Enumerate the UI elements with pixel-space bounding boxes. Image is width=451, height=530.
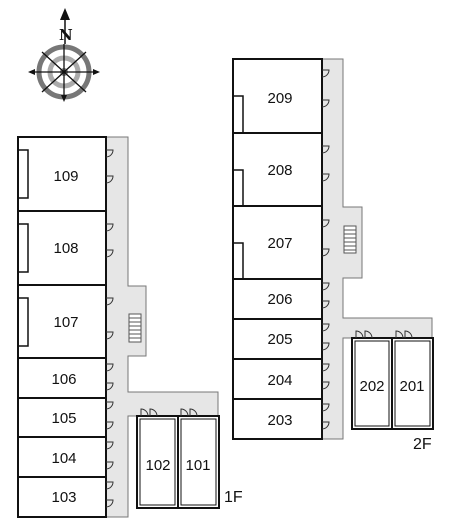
unit-label: 201 bbox=[399, 378, 424, 395]
north-label: N bbox=[59, 26, 73, 44]
unit-label: 202 bbox=[359, 378, 384, 395]
room-103: 103 bbox=[17, 476, 107, 518]
room-109: 109 bbox=[17, 136, 107, 212]
room-107: 107 bbox=[17, 284, 107, 359]
unit-label: 203 bbox=[267, 412, 292, 429]
room-104: 104 bbox=[17, 436, 107, 478]
unit-label: 205 bbox=[267, 331, 292, 348]
unit-label: 207 bbox=[267, 235, 292, 252]
unit-label: 104 bbox=[51, 450, 76, 467]
unit-label: 206 bbox=[267, 291, 292, 308]
unit-label: 209 bbox=[267, 90, 292, 107]
room-207: 207 bbox=[232, 205, 323, 280]
unit-label: 105 bbox=[51, 410, 76, 427]
unit-label: 106 bbox=[51, 371, 76, 388]
floor-label-1f: 1F bbox=[224, 489, 243, 506]
room-209: 209 bbox=[232, 58, 323, 134]
compass: N bbox=[28, 8, 100, 102]
stairs-icon bbox=[128, 313, 142, 343]
unit-label: 103 bbox=[51, 489, 76, 506]
unit-label: 108 bbox=[53, 240, 78, 257]
door-icon bbox=[140, 408, 198, 417]
floor-2f: 209 208 207 206 205 204 203 bbox=[232, 58, 434, 453]
room-204: 204 bbox=[232, 358, 323, 400]
unit-label: 101 bbox=[185, 457, 210, 474]
room-203: 203 bbox=[232, 398, 323, 440]
door-icon bbox=[105, 149, 114, 508]
unit-label: 208 bbox=[267, 162, 292, 179]
compass-rose-icon bbox=[28, 8, 100, 102]
room-108: 108 bbox=[17, 210, 107, 286]
unit-label: 102 bbox=[145, 457, 170, 474]
room-102: 102 bbox=[136, 415, 179, 509]
room-101: 101 bbox=[177, 415, 220, 509]
unit-label: 109 bbox=[53, 168, 78, 185]
unit-label: 107 bbox=[53, 314, 78, 331]
room-205: 205 bbox=[232, 318, 323, 360]
room-106: 106 bbox=[17, 357, 107, 399]
floor-1f: 109 108 107 106 105 104 103 bbox=[17, 136, 243, 518]
stairs-icon bbox=[343, 225, 357, 254]
corridor-1f bbox=[105, 136, 219, 518]
room-206: 206 bbox=[232, 278, 323, 320]
room-202: 202 bbox=[351, 337, 393, 430]
room-201: 201 bbox=[391, 337, 434, 430]
floor-label-2f: 2F bbox=[413, 436, 432, 453]
room-208: 208 bbox=[232, 132, 323, 207]
door-icon bbox=[355, 330, 413, 339]
room-105: 105 bbox=[17, 397, 107, 438]
door-icon bbox=[321, 69, 330, 430]
unit-label: 204 bbox=[267, 372, 292, 389]
